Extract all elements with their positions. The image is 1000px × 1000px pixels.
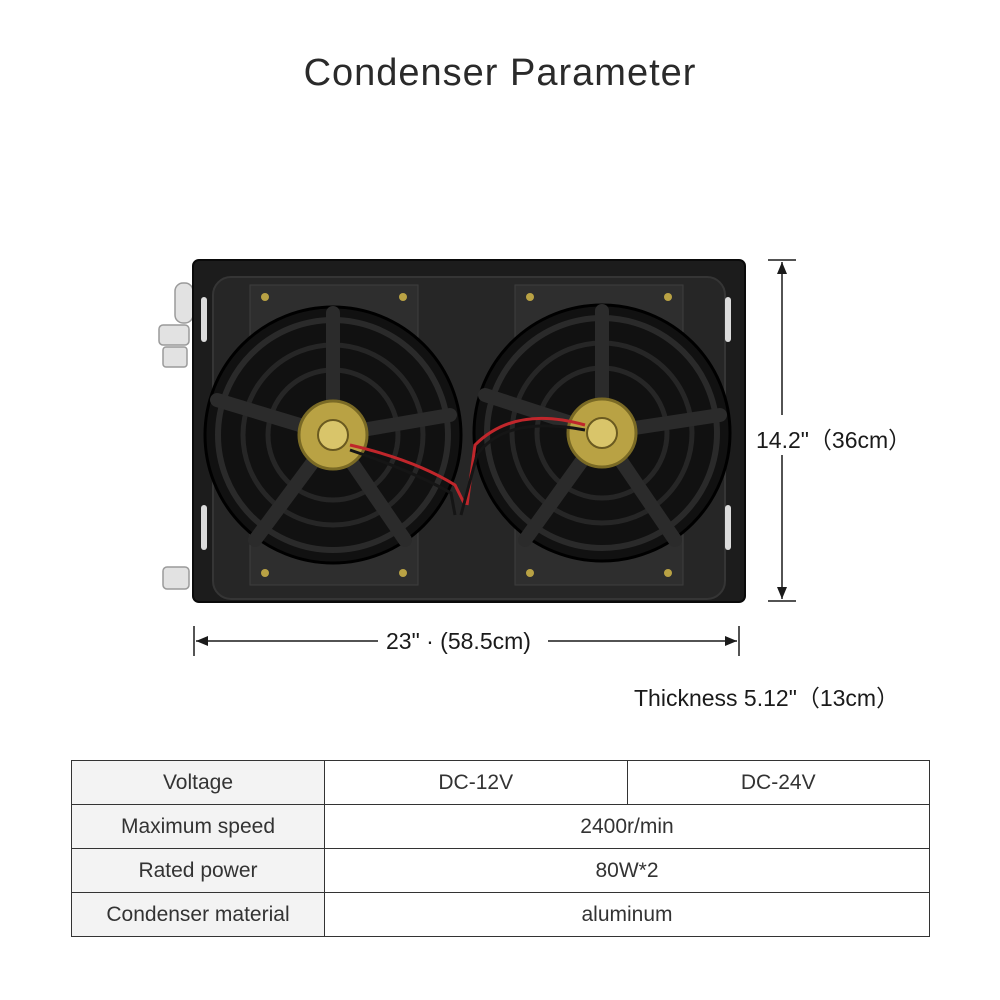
thickness-label: Thickness 5.12"（13cm） bbox=[634, 685, 900, 711]
cell-value: DC-12V bbox=[324, 760, 628, 805]
pipe-fittings bbox=[158, 282, 194, 590]
row-label: Maximum speed bbox=[71, 804, 325, 849]
condenser-image bbox=[158, 259, 746, 603]
row-label: Condenser material bbox=[71, 892, 325, 937]
fan-left bbox=[203, 305, 463, 565]
fan-wires bbox=[349, 416, 586, 516]
cell-value: aluminum bbox=[324, 892, 930, 937]
width-dimension-label: 23" · (58.5cm) bbox=[380, 628, 537, 655]
table-row: Maximum speed 2400r/min bbox=[71, 804, 930, 849]
height-dimension-label: 14.2"（36cm） bbox=[756, 427, 912, 453]
row-label: Rated power bbox=[71, 848, 325, 893]
table-row: Condenser material aluminum bbox=[71, 892, 930, 937]
cell-value: 2400r/min bbox=[324, 804, 930, 849]
table-row: Voltage DC-12V DC-24V bbox=[71, 760, 930, 805]
table-row: Rated power 80W*2 bbox=[71, 848, 930, 893]
page-title: Condenser Parameter bbox=[303, 52, 697, 94]
fan-right bbox=[472, 303, 732, 563]
spec-table: Voltage DC-12V DC-24V Maximum speed 2400… bbox=[71, 760, 930, 937]
row-label: Voltage bbox=[71, 760, 325, 805]
cell-value: 80W*2 bbox=[324, 848, 930, 893]
cell-value: DC-24V bbox=[626, 760, 930, 805]
